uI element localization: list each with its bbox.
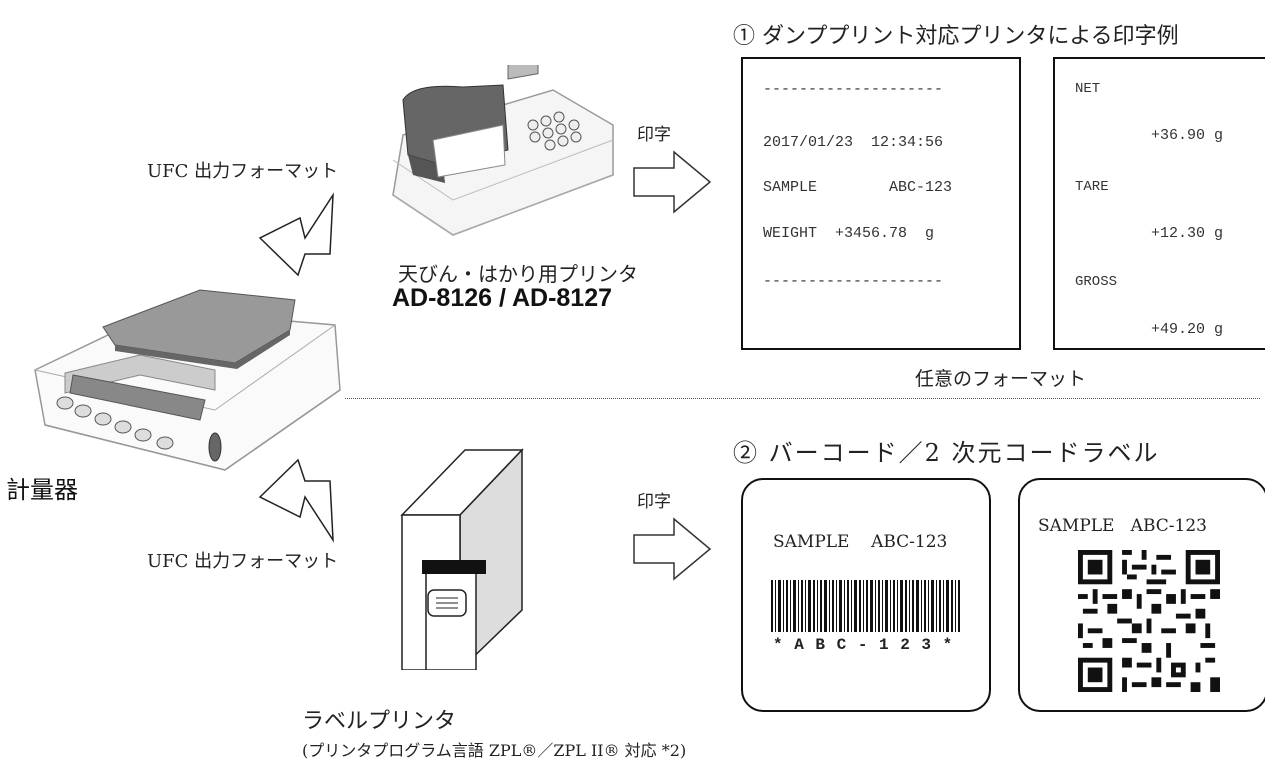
barcode-icon xyxy=(771,580,960,632)
top-caption: 任意のフォーマット xyxy=(915,368,1087,390)
bottom-printer-name: ラベルプリンタ xyxy=(302,709,457,734)
qr-code-icon xyxy=(1078,550,1220,692)
receipt2-tare-label: TARE xyxy=(1075,179,1109,195)
section-divider xyxy=(345,398,1260,399)
top-printer-name: 天びん・はかり用プリンタ xyxy=(398,262,638,286)
top-printer-model: AD-8126 / AD-8127 xyxy=(392,284,613,312)
receipt1-weight: WEIGHT +3456.78 g xyxy=(763,225,935,242)
scale-label: 計量器 xyxy=(6,476,78,504)
qr-label: SAMPLE ABC-123 xyxy=(1018,478,1265,712)
receipt-dump-print: -------------------- 2017/01/23 12:34:56… xyxy=(741,57,1021,350)
bottom-printer-note: (プリンタプログラム言語 ZPL®／ZPL II® 対応 *2) xyxy=(302,741,687,760)
receipt1-dash-top: -------------------- xyxy=(763,81,944,98)
top-section-title: ① ダンププリント対応プリンタによる印字例 xyxy=(733,24,1179,49)
bottom-section-title: ② バーコード／2 次元コードラベル xyxy=(733,439,1160,467)
bottom-format-label: UFC 出力フォーマット xyxy=(147,551,339,572)
scale-illustration xyxy=(34,289,341,471)
receipt2-tare-value: +12.30 g xyxy=(1151,225,1224,242)
receipt2-net-label: NET xyxy=(1075,81,1101,97)
bottom-print-arrow-icon xyxy=(633,517,712,581)
receipt1-dash-bottom: -------------------- xyxy=(763,273,944,290)
top-print-label: 印字 xyxy=(637,125,671,145)
bottom-format-arrow-icon xyxy=(258,458,334,543)
label-printer-illustration xyxy=(400,448,524,670)
bottom-print-label: 印字 xyxy=(637,492,671,512)
dump-printer-illustration xyxy=(392,65,614,236)
barcode-human-readable: * A B C - 1 2 3 * xyxy=(773,636,954,654)
barcode-label: SAMPLE ABC-123 * A B C - 1 2 3 * xyxy=(741,478,991,712)
receipt1-datetime: 2017/01/23 12:34:56 xyxy=(763,134,944,151)
top-print-arrow-icon xyxy=(633,150,712,214)
receipt2-net-value: +36.90 g xyxy=(1151,127,1224,144)
barcode-label-text: SAMPLE ABC-123 xyxy=(773,532,948,552)
qr-label-text: SAMPLE ABC-123 xyxy=(1038,516,1207,536)
receipt2-gross-label: GROSS xyxy=(1075,274,1118,290)
top-format-arrow-icon xyxy=(258,192,334,277)
top-format-label: UFC 出力フォーマット xyxy=(147,161,339,182)
receipt-custom-format: NET +36.90 g TARE +12.30 g GROSS +49.20 … xyxy=(1053,57,1265,350)
receipt1-sample: SAMPLE ABC-123 xyxy=(763,179,953,196)
receipt2-gross-value: +49.20 g xyxy=(1151,321,1224,338)
